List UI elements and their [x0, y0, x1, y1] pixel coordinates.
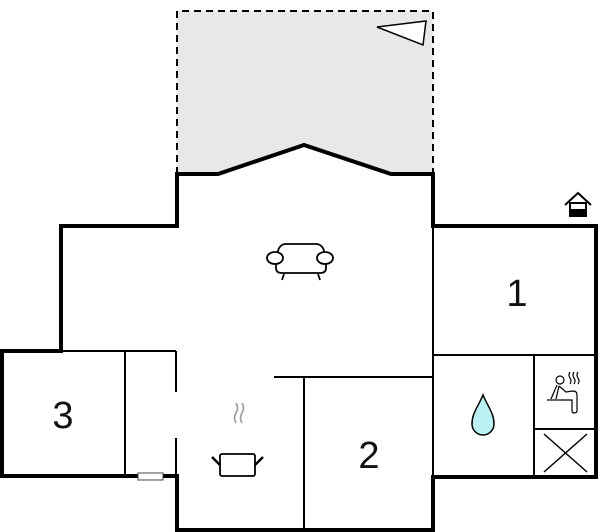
sofa-icon: [266, 243, 334, 281]
house-entrance-icon: [564, 191, 592, 217]
room-label-1: 1: [506, 273, 527, 315]
interior-walls: [61, 350, 596, 530]
outer-walls: [0, 142, 598, 532]
cross-box-icon: [543, 433, 588, 473]
cooking-pot-icon: [211, 402, 264, 477]
water-drop-icon: [471, 393, 495, 436]
room-label-2: 2: [358, 435, 379, 477]
sauna-icon: [547, 371, 580, 414]
terrace: [176, 10, 434, 174]
room-label-3: 3: [52, 395, 73, 437]
compass-triangle-icon: [376, 20, 427, 47]
window-marker: [137, 472, 164, 481]
